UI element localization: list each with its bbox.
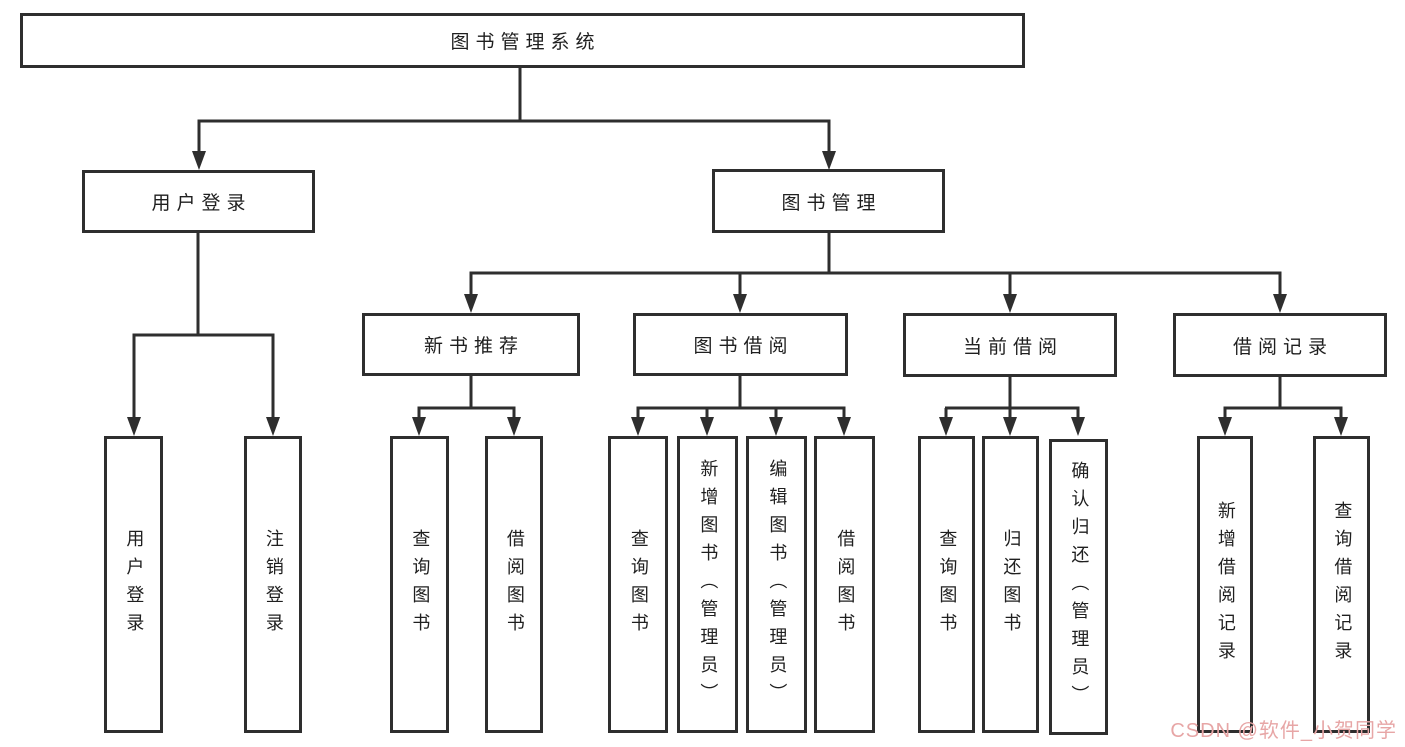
connector-new-book-recommend-to-leaves <box>412 376 521 436</box>
connector-root-to-level2 <box>192 68 836 170</box>
node-library-management-system: 图书管理系统 <box>20 13 1025 68</box>
leaf-borrow-books: 借阅图书 <box>814 436 875 733</box>
node-label: 新书推荐 <box>423 336 524 357</box>
node-label: 注销登录 <box>263 528 284 641</box>
leaf-query-books-borrowing: 查询图书 <box>608 436 668 733</box>
connector-current-borrowing-to-leaves <box>939 377 1085 436</box>
node-label: 确认归还（管理员） <box>1069 461 1090 713</box>
node-label: 用户登录 <box>124 528 145 641</box>
leaf-borrow-books-recommend: 借阅图书 <box>485 436 543 733</box>
leaf-add-borrow-record: 新增借阅记录 <box>1197 436 1253 733</box>
node-new-book-recommend: 新书推荐 <box>362 313 580 376</box>
node-label: 图书管理系统 <box>450 32 601 53</box>
node-label: 新增图书（管理员） <box>698 458 719 711</box>
node-label: 借阅图书 <box>504 528 525 641</box>
leaf-query-borrow-record: 查询借阅记录 <box>1313 436 1370 733</box>
node-label: 查询图书 <box>937 528 958 641</box>
node-label: 用户登录 <box>151 193 252 214</box>
leaf-edit-books-admin: 编辑图书（管理员） <box>746 436 807 733</box>
node-book-borrowing: 图书借阅 <box>633 313 848 376</box>
connector-book-management-to-level3 <box>464 233 1287 313</box>
connector-user-login-to-leaves <box>127 233 280 436</box>
leaf-confirm-return-admin: 确认归还（管理员） <box>1049 439 1108 735</box>
leaf-add-books-admin: 新增图书（管理员） <box>677 436 738 733</box>
node-label: 当前借阅 <box>962 336 1063 358</box>
node-label: 新增借阅记录 <box>1215 500 1236 669</box>
node-user-login: 用户登录 <box>82 170 315 233</box>
node-label: 借阅图书 <box>835 528 856 641</box>
connector-book-borrowing-to-leaves <box>631 376 851 436</box>
node-label: 归还图书 <box>1001 528 1022 641</box>
node-label: 编辑图书（管理员） <box>767 458 788 711</box>
node-book-management: 图书管理 <box>712 169 945 233</box>
leaf-query-books-current: 查询图书 <box>918 436 975 733</box>
node-label: 图书借阅 <box>693 336 794 357</box>
csdn-watermark: CSDN @软件_小贺同学 <box>1170 720 1397 742</box>
leaf-logout: 注销登录 <box>244 436 302 733</box>
leaf-return-books: 归还图书 <box>982 436 1039 733</box>
leaf-query-books-recommend: 查询图书 <box>390 436 449 733</box>
connector-borrowing-records-to-leaves <box>1218 377 1348 436</box>
leaf-user-login: 用户登录 <box>104 436 163 733</box>
node-label: 查询图书 <box>628 528 649 641</box>
node-label: 图书管理 <box>781 192 882 214</box>
node-current-borrowing: 当前借阅 <box>903 313 1117 377</box>
node-label: 查询借阅记录 <box>1332 500 1353 669</box>
node-label: 查询图书 <box>410 528 431 641</box>
node-label: 借阅记录 <box>1232 336 1333 358</box>
node-borrowing-records: 借阅记录 <box>1173 313 1387 377</box>
